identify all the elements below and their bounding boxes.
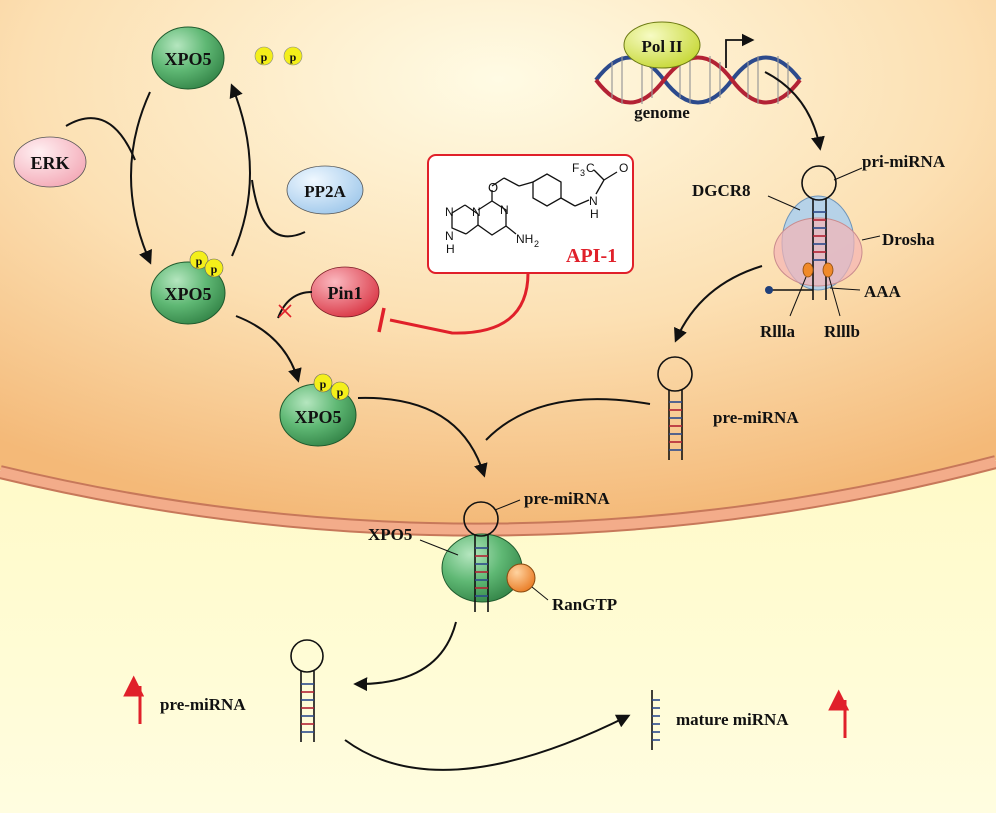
transcription-start-arrow	[725, 33, 755, 68]
svg-text:p: p	[196, 254, 203, 268]
pre-mirna-to-export-arrow	[485, 398, 651, 441]
phosphorylation-arrow	[130, 91, 152, 265]
xpo5-phospho-low: XPO5 p p	[279, 373, 357, 447]
isomerization-mark	[278, 304, 292, 318]
svg-text:XPO5: XPO5	[165, 49, 212, 69]
api1-structure	[451, 169, 618, 236]
pol-ii-node: Pol II	[623, 21, 701, 69]
xpo5-to-export-arrow	[357, 396, 488, 478]
genome-label: genome	[634, 103, 690, 122]
svg-text:NH: NH	[516, 232, 533, 246]
pin1-catalysis-arc	[277, 291, 313, 319]
pin1-node: Pin1	[310, 266, 380, 318]
rnase-iiib-label: Rlllb	[824, 322, 860, 341]
svg-text:2: 2	[534, 239, 539, 249]
svg-text:N: N	[445, 229, 454, 243]
svg-text:N: N	[445, 205, 454, 219]
svg-text:p: p	[261, 50, 268, 64]
erk-node: ERK	[13, 136, 87, 188]
svg-text:p: p	[337, 385, 344, 399]
svg-text:XPO5: XPO5	[165, 284, 212, 304]
dicer-processing-arrow	[344, 714, 631, 771]
dgcr8-label: DGCR8	[692, 181, 751, 200]
phospho-group: p	[283, 46, 303, 66]
svg-text:p: p	[290, 50, 297, 64]
pri-mirna-label: pri-miRNA	[862, 152, 946, 171]
pre-mirna-label-cytoplasm: pre-miRNA	[160, 695, 246, 714]
svg-text:O: O	[488, 180, 498, 195]
svg-text:Pin1: Pin1	[327, 283, 362, 303]
svg-text:ERK: ERK	[30, 153, 69, 173]
phospho-group: p	[254, 46, 274, 66]
svg-text:Pol II: Pol II	[641, 37, 682, 56]
pre-mirna-hairpin-cytoplasm	[290, 639, 324, 742]
mature-mirna-strand	[651, 690, 660, 750]
drosha-label: Drosha	[882, 230, 935, 249]
xpo5-export-complex	[441, 501, 536, 612]
api1-label: API-1	[566, 245, 617, 267]
svg-text:p: p	[211, 262, 218, 276]
svg-text:N: N	[589, 194, 598, 208]
transcription-arrow	[764, 71, 825, 151]
polya-tail-label: AAA	[864, 282, 902, 301]
pre-mirna-hairpin-nucleus	[657, 356, 693, 460]
xpo5-phospho-mid: XPO5 p p	[150, 250, 226, 325]
svg-text:F: F	[572, 161, 579, 175]
xpo5-top: XPO5	[151, 26, 225, 90]
svg-text:H: H	[590, 207, 599, 221]
pp2a-catalysis-arc	[251, 179, 306, 238]
xpo5-membrane-label: XPO5	[368, 525, 412, 544]
api1-inhibitor-box: O N N H N N NH 2 F 3 C O N H API-1	[427, 154, 634, 274]
rnase-iiia-label: Rllla	[760, 322, 795, 341]
api1-inhibition-line	[389, 272, 530, 335]
isomerization-arrow	[235, 315, 302, 383]
pre-mirna-label-nucleus: pre-miRNA	[713, 408, 799, 427]
export-to-cytoplasm-arrow	[353, 621, 457, 692]
rangtp-label: RanGTP	[552, 595, 617, 614]
drosha-processing-arrow	[674, 265, 763, 343]
svg-text:N: N	[500, 203, 509, 217]
pre-mirna-label-pore: pre-miRNA	[524, 489, 610, 508]
svg-text:C: C	[586, 161, 595, 175]
dephosphorylation-arrow	[229, 83, 251, 257]
svg-text:p: p	[320, 377, 327, 391]
pp2a-node: PP2A	[286, 165, 364, 215]
erk-catalysis-arc	[65, 117, 136, 161]
svg-text:N: N	[472, 205, 481, 219]
svg-text:PP2A: PP2A	[304, 182, 346, 201]
svg-text:3: 3	[580, 168, 585, 178]
inhibition-bar	[377, 307, 386, 333]
svg-text:H: H	[446, 242, 455, 256]
svg-text:XPO5: XPO5	[295, 407, 342, 427]
svg-text:O: O	[619, 161, 628, 175]
mature-mirna-label: mature miRNA	[676, 710, 789, 729]
microprocessor-complex	[765, 165, 863, 300]
